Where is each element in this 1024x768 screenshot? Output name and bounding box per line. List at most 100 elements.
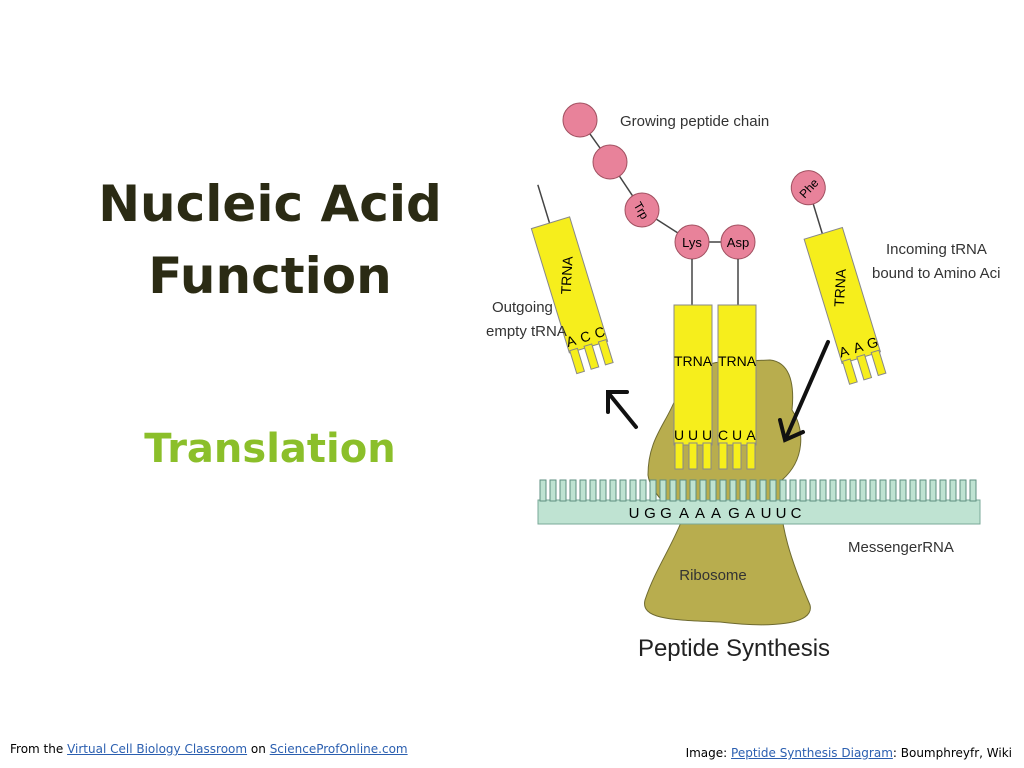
mrna-tooth <box>609 479 617 502</box>
mrna-tooth <box>849 479 857 502</box>
mrna-tooth <box>819 479 827 502</box>
mrna-tooth <box>829 479 837 502</box>
trna-label: TRNA <box>831 268 849 308</box>
footer-image-credit: Image: Peptide Synthesis Diagram: Boumph… <box>686 746 1012 760</box>
mrna-tooth <box>739 479 747 502</box>
trna-tooth <box>569 347 586 375</box>
mrna-tooth <box>569 479 577 502</box>
mrna-tooth <box>669 479 677 502</box>
trna-tooth <box>674 442 684 470</box>
growing-chain-label: Growing peptide chain <box>620 113 769 130</box>
trna-body <box>717 304 757 446</box>
mrna-label: MessengerRNA <box>848 539 954 556</box>
mrna-tooth <box>869 479 877 502</box>
mrna-tooth <box>559 479 567 502</box>
mrna-tooth <box>699 479 707 502</box>
mrna-tooth <box>879 479 887 502</box>
mrna-tooth <box>619 479 627 502</box>
arrow-incoming <box>778 340 830 443</box>
ribosome-label: Ribosome <box>679 567 747 584</box>
mrna-tooth <box>599 479 607 502</box>
incoming-label-line-2: bound to Amino Acid <box>872 265 1000 282</box>
anticodon-letter: U <box>732 427 742 443</box>
footer-image-prefix: Image: <box>685 746 728 760</box>
mrna-tooth <box>939 479 947 502</box>
arrow-outgoing <box>606 390 638 429</box>
outgoing-label-line-1: Outgoing <box>492 299 553 316</box>
mrna-tooth <box>789 479 797 502</box>
trna-incoming: Phe TRNA A A G <box>790 170 887 385</box>
footer-image-suffix: : Boumphreyfr, Wiki <box>892 746 1012 760</box>
anticodon-letter: C <box>718 427 728 443</box>
mrna-tooth <box>679 479 687 502</box>
trna-label: TRNA <box>718 353 757 369</box>
codon-letter: A <box>711 505 721 522</box>
codon-letter: G <box>660 505 672 522</box>
trna-tooth <box>870 349 887 377</box>
amino-label-asp: Asp <box>727 235 749 250</box>
mrna-tooth <box>729 479 737 502</box>
trna-tooth <box>746 442 756 470</box>
anticodon-letter: U <box>702 427 712 443</box>
mrna-tooth <box>909 479 917 502</box>
amino-acid-phe <box>790 170 826 206</box>
anticodon-letter: U <box>674 427 684 443</box>
amino-label-lys: Lys <box>682 235 702 250</box>
scienceprofonline-link[interactable]: ScienceProfOnline.com <box>269 742 408 756</box>
trna-body <box>673 304 713 446</box>
mrna-teeth <box>539 479 977 502</box>
codon-letter: U <box>776 505 787 522</box>
outgoing-label-line-2: empty tRNA <box>486 323 567 340</box>
amino-acid <box>562 102 598 138</box>
virtual-cell-link[interactable]: Virtual Cell Biology Classroom <box>67 742 248 756</box>
codon-letter: C <box>791 505 802 522</box>
mrna-tooth <box>589 479 597 502</box>
codon-letter: A <box>745 505 755 522</box>
mrna-tooth <box>749 479 757 502</box>
diagram-caption: Peptide Synthesis <box>638 635 830 662</box>
mrna-tooth <box>889 479 897 502</box>
mrna-tooth <box>859 479 867 502</box>
anticodon-letter: U <box>688 427 698 443</box>
mrna-tooth <box>949 479 957 502</box>
trna-tooth <box>718 442 728 470</box>
trna-right: TRNA C U A <box>717 304 757 470</box>
peptide-synthesis-diagram-link[interactable]: Peptide Synthesis Diagram <box>731 746 893 760</box>
mrna-tooth <box>549 479 557 502</box>
trna-label: TRNA <box>674 353 713 369</box>
codon-letter: A <box>679 505 689 522</box>
mrna-tooth <box>969 479 977 502</box>
trna-stem <box>811 201 824 234</box>
mrna-tooth <box>639 479 647 502</box>
trna-tooth <box>856 353 873 381</box>
mrna-tooth <box>659 479 667 502</box>
title-line-2: Function <box>148 247 392 305</box>
mrna-tooth <box>959 479 967 502</box>
codon-letter: U <box>761 505 772 522</box>
peptide-synthesis-diagram: U G G A A A G A U U C MessengerRNA Ribos… <box>486 102 1000 662</box>
mrna-tooth <box>899 479 907 502</box>
codon-letter: G <box>644 505 656 522</box>
slide-title: Nucleic Acid Function <box>60 168 480 312</box>
anticodon-letter: C <box>592 323 606 341</box>
trna-stem <box>537 184 551 224</box>
incoming-label-line-1: Incoming tRNA <box>886 241 987 258</box>
anticodon-letter: G <box>865 334 880 352</box>
slide-subtitle: Translation <box>144 426 396 472</box>
mrna-tooth <box>689 479 697 502</box>
mrna-tooth <box>809 479 817 502</box>
mrna-tooth <box>719 479 727 502</box>
trna-label: TRNA <box>558 255 576 295</box>
trna-tooth <box>732 442 742 470</box>
footer-source: From the Virtual Cell Biology Classroom … <box>10 742 408 756</box>
mrna-tooth <box>709 479 717 502</box>
trna-left: TRNA U U U <box>673 304 713 470</box>
mrna-tooth <box>919 479 927 502</box>
mrna-tooth <box>769 479 777 502</box>
anticodon-letter: A <box>746 427 756 443</box>
mrna-tooth <box>629 479 637 502</box>
mrna-strand <box>537 499 981 525</box>
footer-source-prefix: From the <box>10 742 64 756</box>
trna-tooth <box>702 442 712 470</box>
trna-tooth <box>583 343 600 370</box>
